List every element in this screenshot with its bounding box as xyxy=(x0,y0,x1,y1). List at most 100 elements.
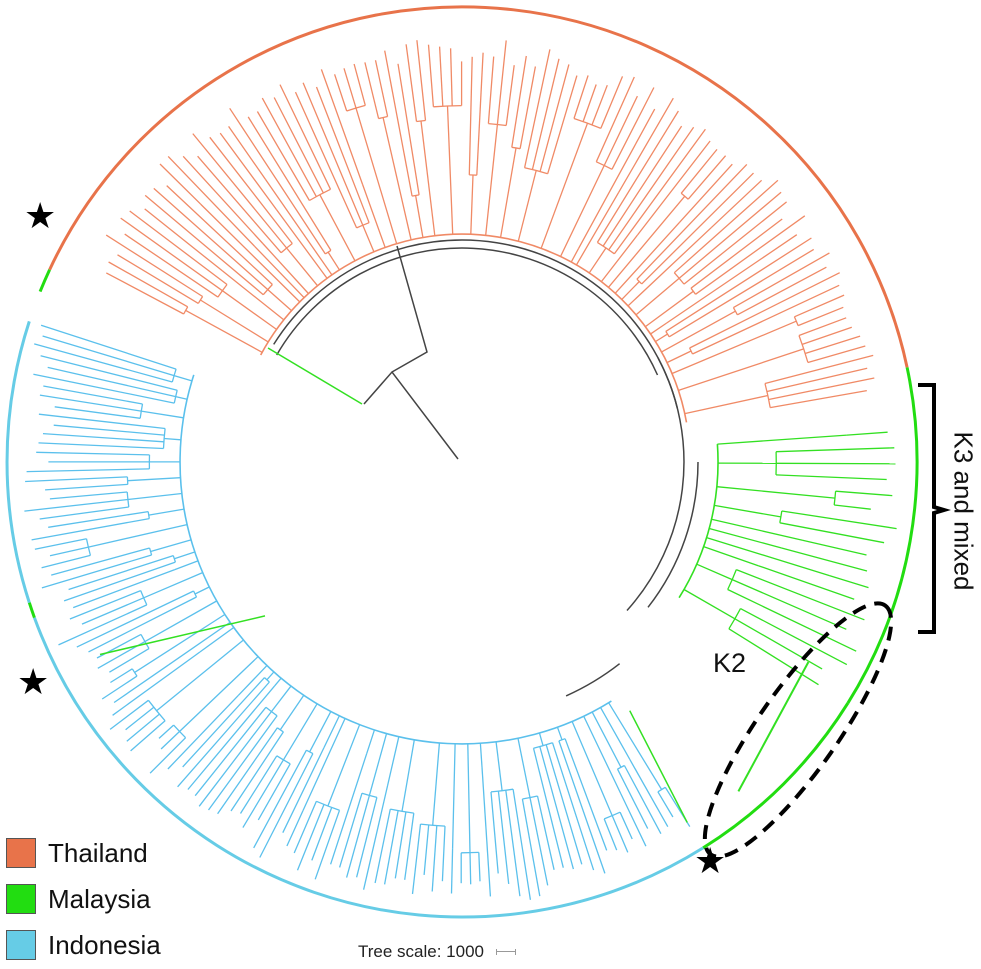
tree-branch xyxy=(650,322,668,335)
tree-branch-arc xyxy=(727,569,737,590)
tree-leaf xyxy=(364,62,380,119)
tree-branch xyxy=(88,523,188,548)
tree-leaf xyxy=(846,431,888,436)
tree-branch xyxy=(538,733,544,746)
tree-branch xyxy=(683,588,736,620)
tree-leaf xyxy=(564,738,608,851)
tree-leaf xyxy=(641,172,754,285)
tree-branch xyxy=(470,174,474,235)
tree-leaf xyxy=(384,50,413,197)
tree-branch xyxy=(361,184,386,248)
tree-leaf xyxy=(680,148,718,194)
tree-branch-arc xyxy=(416,119,426,123)
tree-leaf xyxy=(353,63,366,106)
tree-leaf xyxy=(804,335,861,355)
tree-leaf xyxy=(695,215,806,295)
ring-thailand xyxy=(48,5,909,368)
tree-branch xyxy=(286,247,319,287)
tree-leaf xyxy=(775,474,887,481)
tree-leaf xyxy=(282,747,325,833)
tree-leaf xyxy=(512,789,532,900)
tree-leaf xyxy=(690,218,783,289)
tree-leaf xyxy=(217,727,278,815)
tree-leaf xyxy=(539,746,575,870)
tree-branch xyxy=(270,685,292,712)
tree-leaf xyxy=(153,187,269,291)
tree-branch-arc xyxy=(356,222,370,229)
tree-branch xyxy=(366,729,376,754)
tree-leaf xyxy=(710,179,763,229)
malaysia-branch xyxy=(629,710,688,823)
tree-leaf xyxy=(683,201,788,285)
tree-leaf xyxy=(611,87,655,170)
tree-branch xyxy=(221,270,285,321)
tree-leaf xyxy=(797,306,844,327)
tree-branch xyxy=(575,191,620,266)
tree-scale: Tree scale: 1000 xyxy=(358,942,516,962)
tree-leaf xyxy=(108,261,189,308)
tree-leaf xyxy=(209,136,293,244)
tree-branch-arc xyxy=(603,811,621,820)
tree-branch xyxy=(495,741,503,791)
tree-leaf xyxy=(613,128,706,255)
malaysia-branch xyxy=(737,661,810,792)
tree-leaf xyxy=(740,608,848,666)
tree-leaf xyxy=(177,681,270,788)
tree-leaf xyxy=(149,737,187,774)
tree-leaf xyxy=(768,377,875,401)
tree-branch xyxy=(467,743,471,853)
tree-leaf xyxy=(397,63,420,196)
tree-branch xyxy=(556,727,563,741)
tree-leaf xyxy=(88,596,197,653)
legend-swatch xyxy=(6,930,36,960)
tree-leaf xyxy=(427,44,435,107)
tree-leaf xyxy=(666,234,798,324)
tree-leaf xyxy=(112,651,201,716)
tree-branch xyxy=(661,310,736,353)
tree-leaf xyxy=(529,797,549,886)
tree-leaf xyxy=(737,266,827,316)
tree-branch-arc xyxy=(833,491,837,506)
tree-branch xyxy=(655,333,668,343)
tree-branch xyxy=(168,621,231,666)
legend-item-thailand: Thailand xyxy=(6,830,161,876)
tree-leaf xyxy=(781,547,868,572)
tree-leaf xyxy=(596,110,679,243)
tree-leaf xyxy=(113,664,170,704)
tree-branch xyxy=(627,227,712,307)
tree-leaf xyxy=(109,699,149,730)
tree-leaf xyxy=(68,554,174,591)
tree-branch xyxy=(309,711,332,753)
tree-leaf xyxy=(129,210,228,286)
tree-leaf xyxy=(431,825,438,892)
tree-branch xyxy=(179,656,259,732)
tree-leaf xyxy=(343,68,357,109)
tree-leaf xyxy=(577,108,656,249)
tree-leaf xyxy=(261,97,317,197)
tree-branch xyxy=(608,702,663,790)
tree-leaf xyxy=(53,424,165,436)
tree-leaf xyxy=(573,75,589,119)
tree-leaf xyxy=(192,133,288,249)
tree-leaf xyxy=(490,791,499,874)
tree-branch-arc xyxy=(140,590,148,606)
tree-leaf xyxy=(547,75,578,174)
tree-leaf xyxy=(296,804,325,871)
tree-branch xyxy=(194,586,210,595)
tree-branch-arc xyxy=(657,786,666,793)
tree-leaf xyxy=(259,753,314,858)
tree-branch xyxy=(645,290,694,328)
tree-branch xyxy=(716,486,836,499)
tree-branch xyxy=(266,671,275,681)
tree-branch xyxy=(570,248,580,263)
tree-leaf xyxy=(828,574,869,589)
tree-leaf xyxy=(187,685,276,790)
tree-leaf xyxy=(608,126,695,251)
tree-leaf xyxy=(619,811,633,840)
tree-branch-arc xyxy=(197,296,204,304)
tree-leaf xyxy=(582,84,597,122)
tree-leaf xyxy=(126,713,160,742)
tree-branch xyxy=(709,527,782,549)
tree-leaf xyxy=(733,252,830,309)
tree-leaf xyxy=(40,324,177,370)
